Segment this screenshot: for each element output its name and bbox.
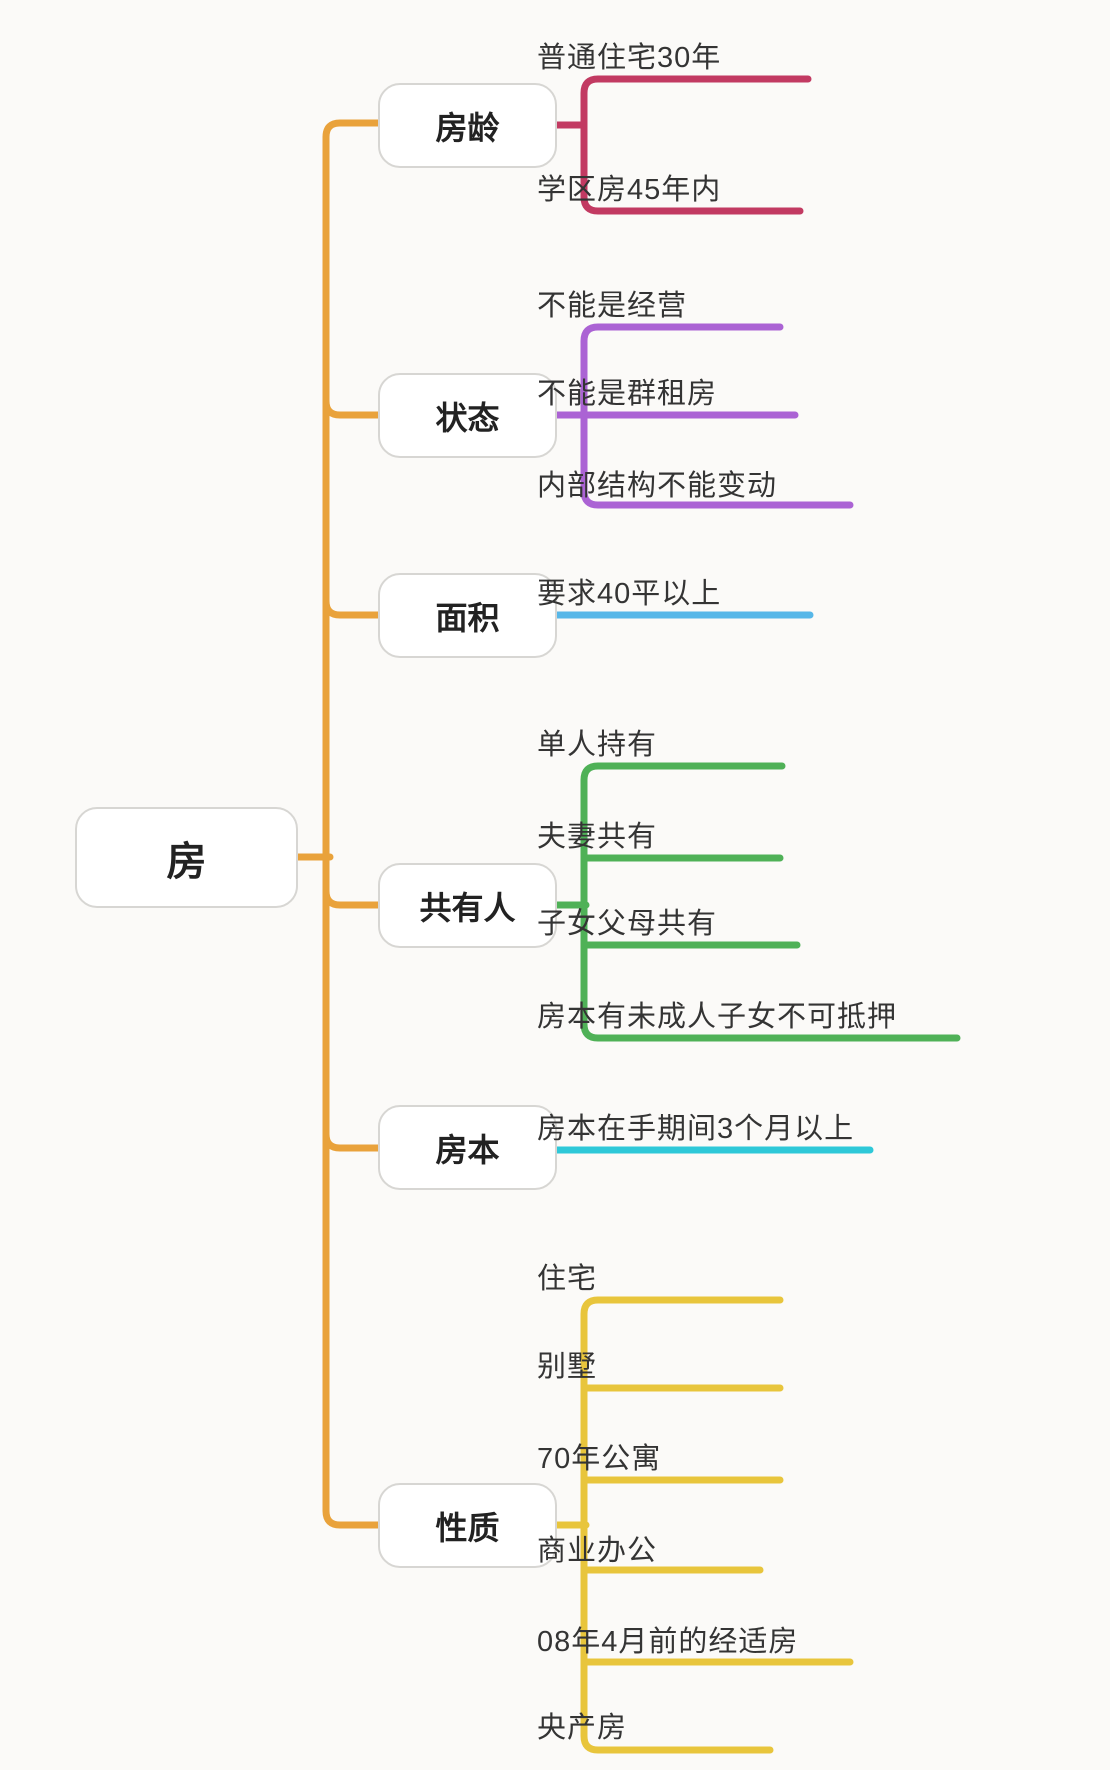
spine-connector — [294, 119, 382, 1529]
branch-node-certificate[interactable]: 房本 — [378, 1105, 557, 1190]
branch-status-connector — [549, 323, 854, 509]
leaf-node[interactable]: 别墅 — [537, 1351, 598, 1383]
branch-node-area[interactable]: 面积 — [378, 573, 557, 658]
leaf-node[interactable]: 子女父母共有 — [537, 908, 718, 940]
branch-co-owners-connector — [549, 762, 961, 1042]
branch-node-house-age[interactable]: 房龄 — [378, 83, 557, 168]
leaf-node[interactable]: 要求40平以上 — [537, 578, 722, 610]
leaf-node[interactable]: 央产房 — [537, 1712, 628, 1744]
leaf-node[interactable]: 单人持有 — [537, 729, 658, 761]
leaf-node[interactable]: 商业办公 — [537, 1535, 658, 1567]
leaf-node[interactable]: 住宅 — [537, 1263, 598, 1295]
root-node-house[interactable]: 房 — [75, 807, 298, 908]
leaf-node[interactable]: 房本在手期间3个月以上 — [537, 1113, 855, 1145]
branch-property-type-connector — [549, 1296, 854, 1754]
branch-node-co-owners[interactable]: 共有人 — [378, 863, 557, 948]
leaf-node[interactable]: 不能是经营 — [537, 290, 688, 322]
leaf-node[interactable]: 08年4月前的经适房 — [537, 1626, 799, 1658]
leaf-node[interactable]: 夫妻共有 — [537, 821, 658, 853]
leaf-node[interactable]: 内部结构不能变动 — [537, 470, 778, 502]
leaf-node[interactable]: 房本有未成人子女不可抵押 — [537, 1001, 898, 1033]
leaf-node[interactable]: 学区房45年内 — [537, 174, 722, 206]
leaf-node[interactable]: 70年公寓 — [537, 1443, 662, 1475]
branch-node-property-type[interactable]: 性质 — [378, 1483, 557, 1568]
leaf-node[interactable]: 普通住宅30年 — [537, 42, 722, 74]
branch-node-status[interactable]: 状态 — [378, 373, 557, 458]
branch-house-age-connector — [549, 75, 812, 215]
leaf-node[interactable]: 不能是群租房 — [537, 378, 718, 410]
